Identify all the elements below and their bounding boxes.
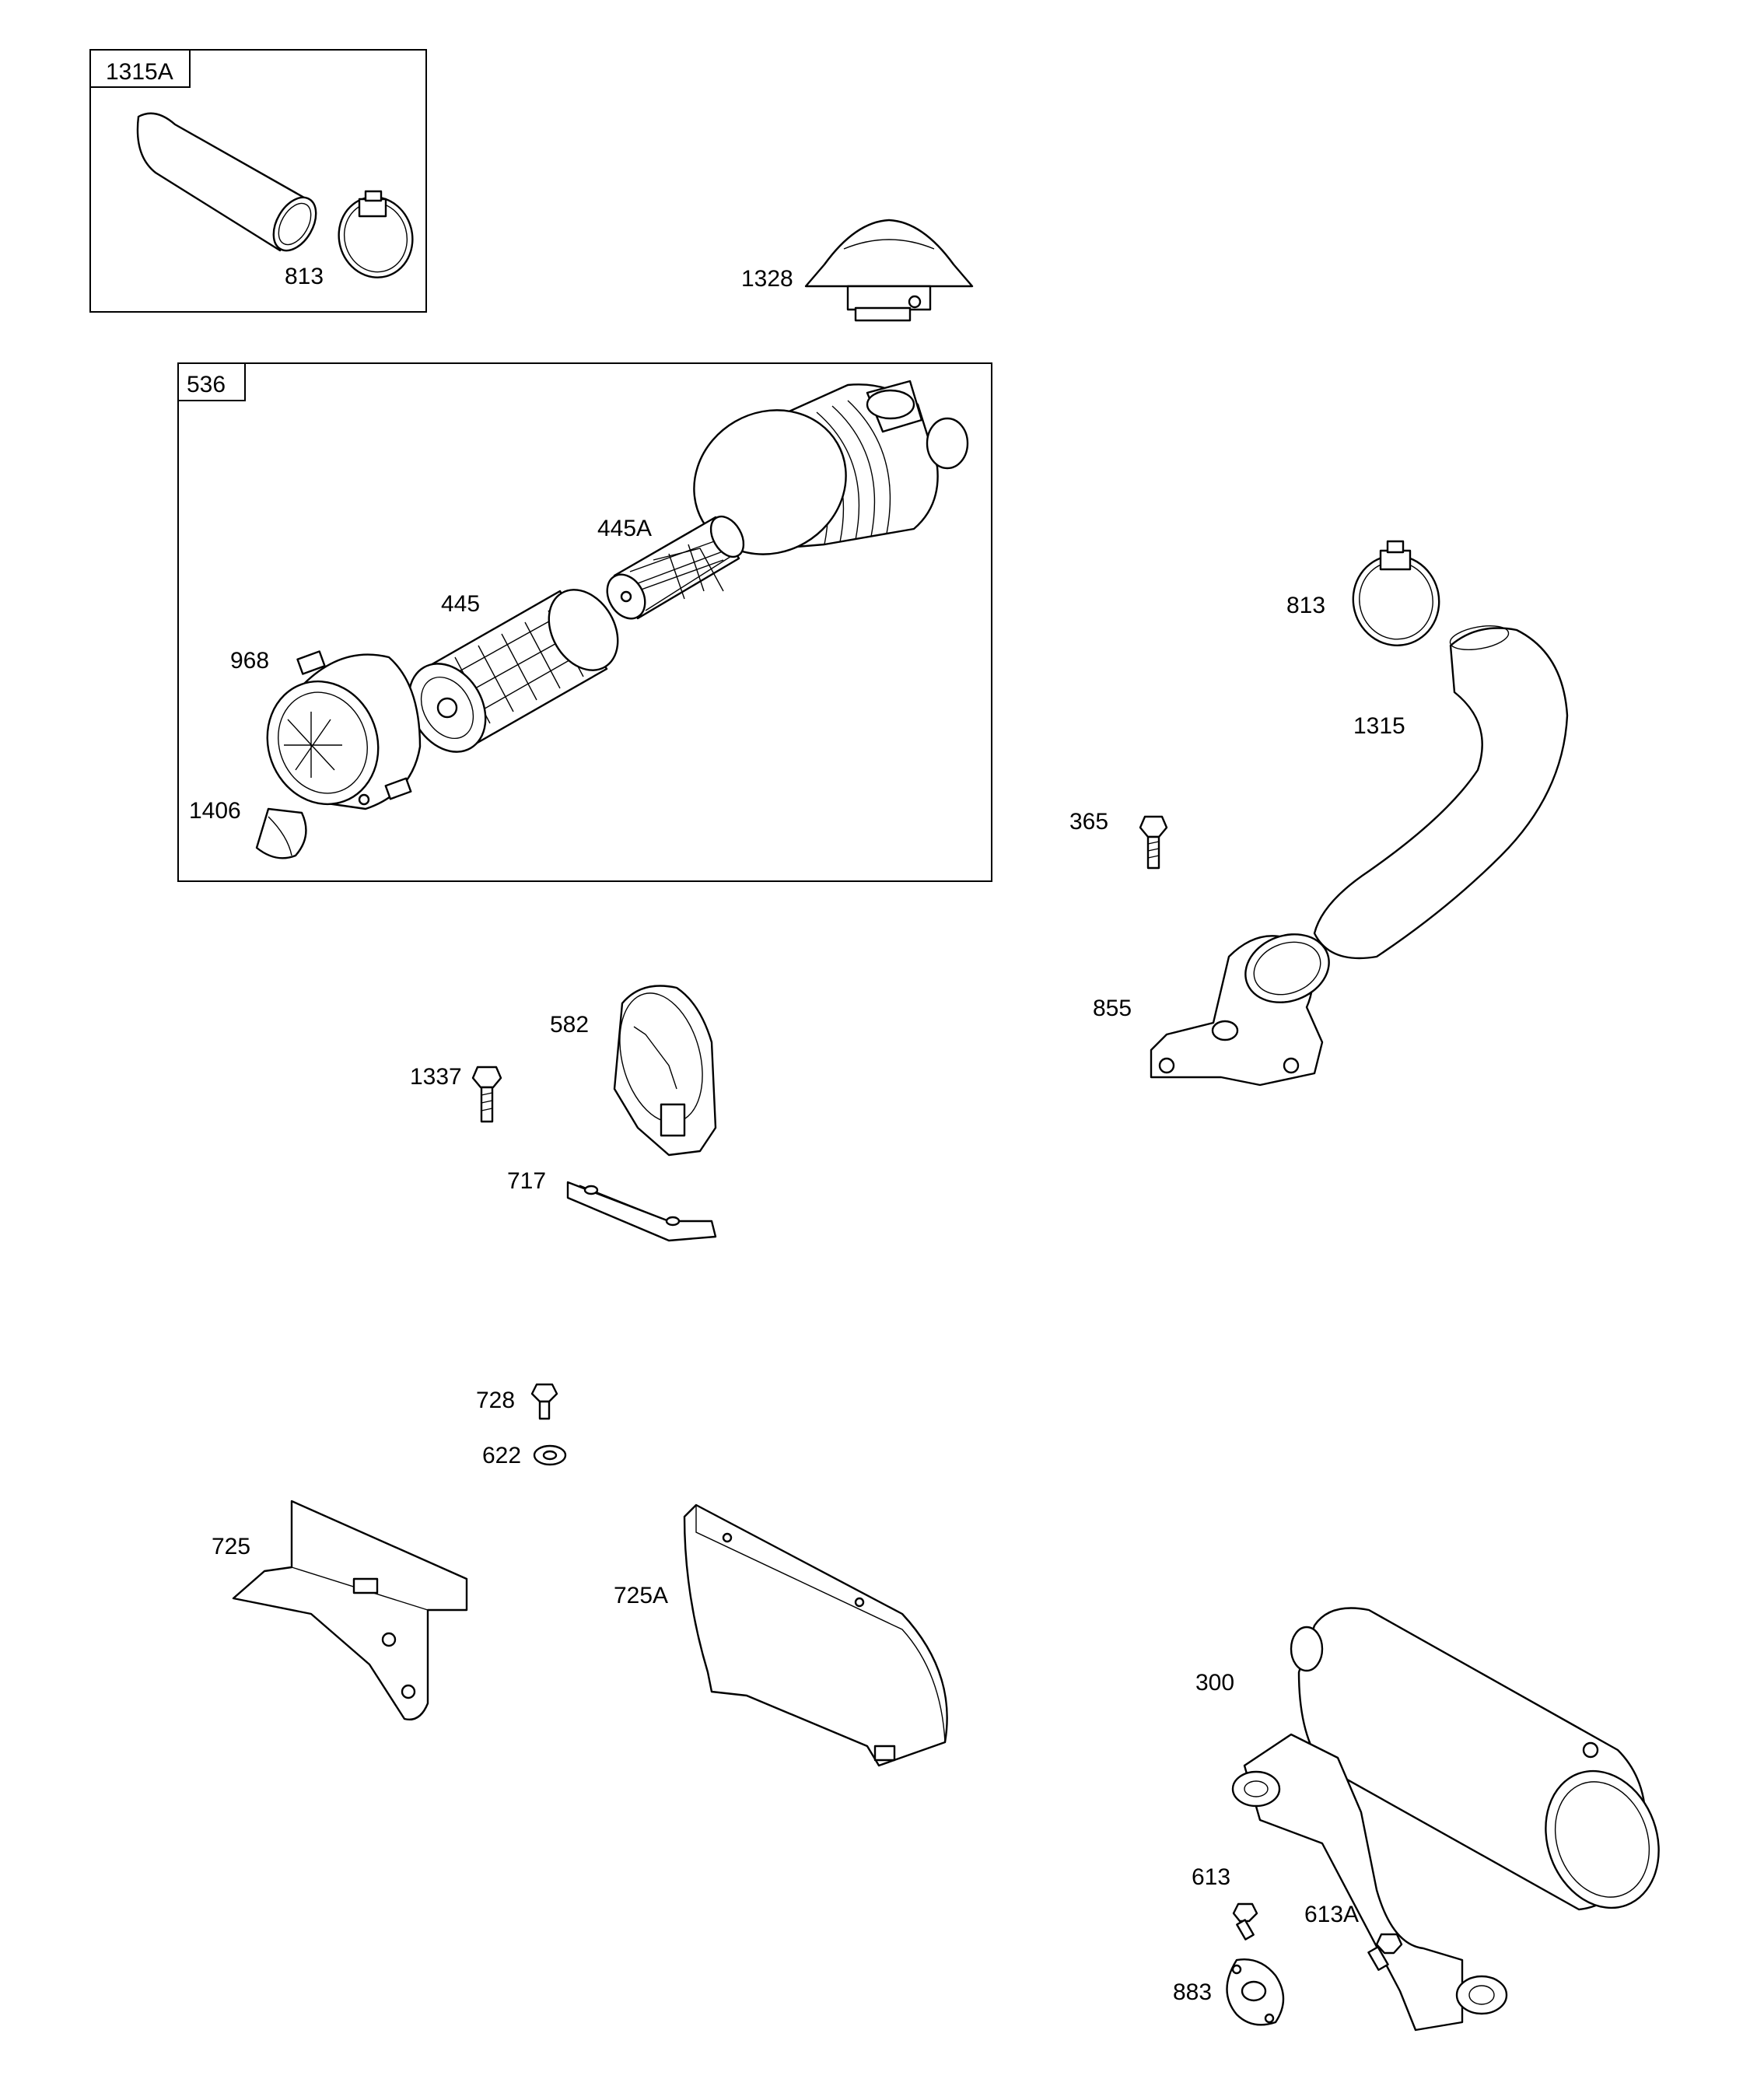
main-filter-445 <box>408 589 619 753</box>
label-968[interactable]: 968 <box>230 648 269 674</box>
label-445[interactable]: 445 <box>441 591 480 617</box>
label-582[interactable]: 582 <box>550 1012 589 1038</box>
bolt-1337 <box>471 1066 502 1123</box>
bolt-365 <box>1139 815 1168 870</box>
plate-717 <box>566 1181 717 1242</box>
heat-shield-725 <box>232 1500 468 1720</box>
label-536[interactable]: 536 <box>187 372 226 397</box>
muffler-300 <box>1231 1607 1660 2032</box>
label-1315A[interactable]: 1315A <box>106 59 173 85</box>
hose-1315 <box>1313 625 1569 960</box>
label-883[interactable]: 883 <box>1173 1979 1212 2005</box>
bolt-728 <box>530 1383 558 1420</box>
label-813-right[interactable]: 813 <box>1286 593 1325 618</box>
air-cleaner-housing <box>693 380 969 555</box>
intake-tube-1315A <box>136 112 317 252</box>
bolt-613A <box>1367 1933 1403 1971</box>
label-728[interactable]: 728 <box>476 1388 515 1413</box>
mounting-bracket-582 <box>613 985 717 1157</box>
rain-cap-1328 <box>804 219 974 322</box>
label-1315[interactable]: 1315 <box>1353 713 1405 739</box>
hose-clamp-813-right <box>1352 540 1440 647</box>
label-445A[interactable]: 445A <box>597 516 652 541</box>
washer-622 <box>533 1444 567 1466</box>
bolt-613 <box>1232 1902 1258 1941</box>
label-725[interactable]: 725 <box>212 1534 250 1559</box>
label-717[interactable]: 717 <box>507 1168 546 1194</box>
air-cleaner-cover-968 <box>266 650 422 810</box>
heat-shield-725A <box>683 1503 948 1767</box>
label-613[interactable]: 613 <box>1192 1864 1230 1890</box>
hose-clamp-813-top <box>338 190 414 278</box>
label-1337[interactable]: 1337 <box>410 1064 462 1090</box>
label-300[interactable]: 300 <box>1195 1670 1234 1696</box>
label-622[interactable]: 622 <box>482 1443 521 1468</box>
gasket-883 <box>1226 1958 1285 2026</box>
kit-box-1315A: 1315A <box>89 49 427 313</box>
inner-filter-445A <box>606 515 745 620</box>
label-813-top[interactable]: 813 <box>285 264 324 289</box>
intake-elbow-855 <box>1150 933 1330 1087</box>
kit-box-536: 536 <box>177 362 992 882</box>
valve-1406 <box>255 807 307 859</box>
label-365[interactable]: 365 <box>1069 809 1108 835</box>
label-613A[interactable]: 613A <box>1304 1902 1359 1927</box>
label-855[interactable]: 855 <box>1093 996 1132 1021</box>
label-1328[interactable]: 1328 <box>741 266 793 292</box>
label-725A[interactable]: 725A <box>614 1583 668 1608</box>
label-1406[interactable]: 1406 <box>189 798 241 824</box>
